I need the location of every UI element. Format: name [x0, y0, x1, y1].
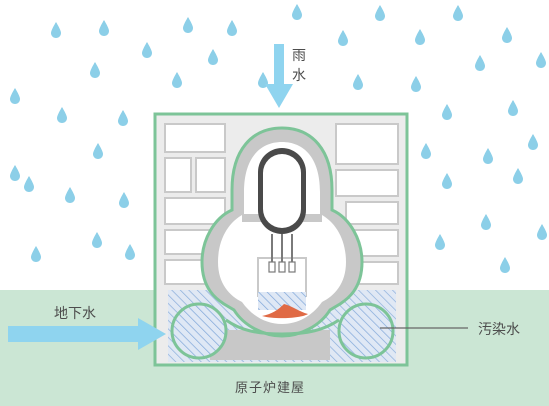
raindrop-icon	[475, 55, 485, 71]
rain-label: 雨水	[292, 48, 306, 84]
raindrop-icon	[125, 244, 135, 260]
raindrop-icon	[99, 20, 109, 36]
contaminated-water-label: 汚染水	[478, 322, 520, 338]
suppression-chamber-left	[170, 302, 228, 360]
raindrop-icon	[442, 173, 452, 189]
raindrop-icon	[411, 76, 421, 92]
raindrop-icon	[227, 20, 237, 36]
raindrop-icon	[421, 143, 431, 159]
raindrop-icon	[24, 176, 34, 192]
raindrop-icon	[208, 49, 218, 65]
raindrop-icon	[118, 110, 128, 126]
raindrop-icon	[292, 4, 302, 20]
raindrop-icon	[508, 100, 518, 116]
raindrop-icon	[513, 168, 523, 184]
raindrop-icon	[353, 74, 363, 90]
raindrop-icon	[415, 29, 425, 45]
rain-arrow-icon	[265, 44, 293, 108]
raindrop-icon	[51, 22, 61, 38]
raindrop-icon	[483, 148, 493, 164]
fuel-debris	[262, 304, 308, 319]
raindrop-icon	[435, 234, 445, 250]
raindrop-icon	[338, 30, 348, 46]
reactor-building-label: 原子炉建屋	[235, 381, 306, 396]
raindrop-icon	[10, 88, 20, 104]
raindrop-icon	[93, 143, 103, 159]
raindrop-icon	[500, 257, 510, 273]
groundwater-label: 地下水	[54, 306, 96, 322]
raindrop-icon	[375, 5, 385, 21]
raindrop-icon	[183, 17, 193, 33]
groundwater-arrow-icon	[8, 318, 166, 350]
raindrop-icon	[528, 134, 538, 150]
raindrop-icon	[536, 52, 546, 68]
raindrop-icon	[119, 192, 129, 208]
raindrop-icon	[537, 224, 547, 240]
reactor-building	[153, 112, 409, 367]
raindrop-icon	[453, 5, 463, 21]
raindrop-icon	[90, 62, 100, 78]
suppression-chamber-right	[337, 302, 395, 360]
raindrop-icon	[10, 165, 20, 181]
raindrop-icon	[172, 72, 182, 88]
raindrop-icon	[502, 27, 512, 43]
raindrop-icon	[57, 107, 67, 123]
raindrop-icon	[65, 187, 75, 203]
raindrop-icon	[442, 104, 452, 120]
raindrop-icon	[92, 232, 102, 248]
raindrop-icon	[481, 214, 491, 230]
raindrop-icon	[142, 42, 152, 58]
raindrop-icon	[31, 246, 41, 262]
